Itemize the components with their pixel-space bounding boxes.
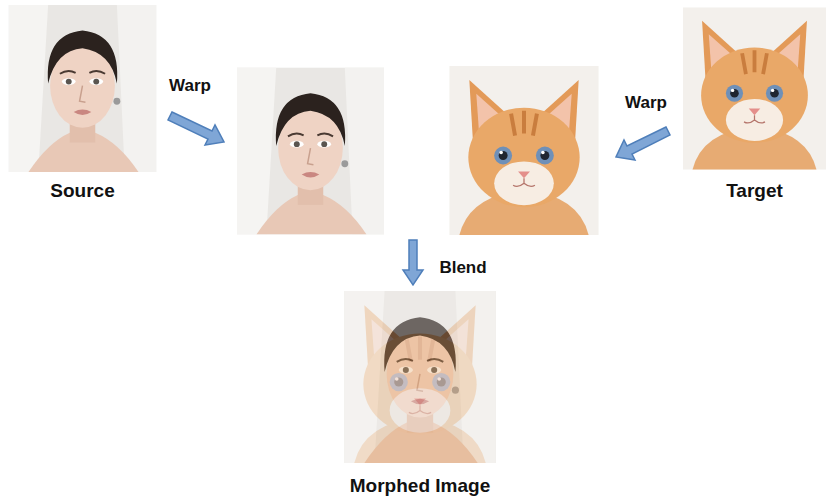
image-node: Target (683, 5, 826, 172)
blend-arrow (403, 240, 423, 285)
warp-arrow (616, 127, 670, 160)
warp-arrow (168, 112, 224, 145)
step-label: Warp (169, 77, 211, 96)
photo-target (683, 7, 826, 169)
image-node: Morphed Image (343, 291, 497, 463)
photo-warped-source (237, 68, 384, 235)
image-node: Source (8, 5, 157, 172)
photo-warped-target (449, 66, 598, 235)
photo-source (9, 5, 156, 172)
step-label: Blend (439, 259, 486, 278)
step-label: Warp (625, 94, 667, 113)
image-caption: Target (726, 181, 783, 202)
image-caption: Morphed Image (350, 476, 490, 497)
image-caption: Source (50, 181, 114, 202)
photo-morphed (344, 291, 496, 463)
